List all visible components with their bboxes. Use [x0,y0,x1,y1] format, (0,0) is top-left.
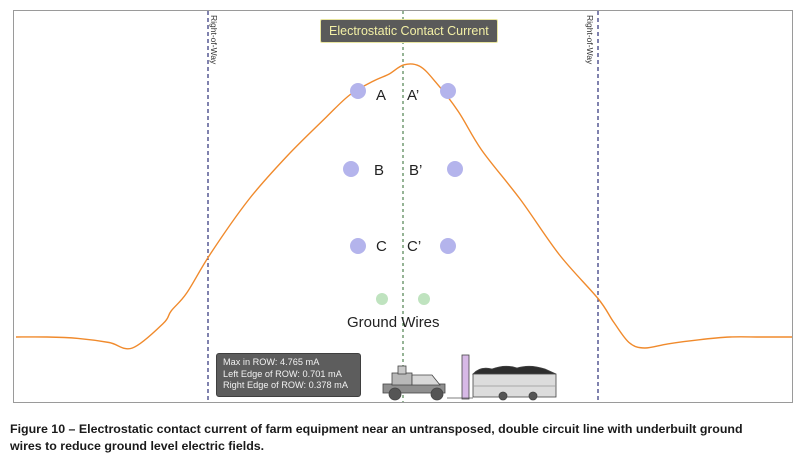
phase-label-c-prime: C’ [407,238,421,255]
conductor-a-prime [440,83,456,99]
conductor-c-prime [440,238,456,254]
grain-cart-icon [447,354,557,401]
figure-caption: Figure 10 – Electrostatic contact curren… [10,421,800,455]
stats-box: Max in ROW: 4.765 mA Left Edge of ROW: 0… [216,353,361,397]
phase-label-b-prime: B’ [409,162,422,179]
phase-label-a: A [376,87,386,104]
row-right-label: Right-of-Way [585,15,595,65]
conductor-b [343,161,359,177]
stat-left-edge: Left Edge of ROW: 0.701 mA [223,368,342,379]
phase-label-c: C [376,238,387,255]
conductor-c [350,238,366,254]
ground-wire-right [418,293,430,305]
chart-title-badge: Electrostatic Contact Current [320,19,498,43]
row-left-label: Right-of-Way [209,15,219,65]
stat-right-edge: Right Edge of ROW: 0.378 mA [223,380,348,390]
caption-line-2: wires to reduce ground level electric fi… [10,439,265,453]
phase-label-a-prime: A’ [407,87,419,104]
ground-wires-label: Ground Wires [347,314,440,331]
caption-line-1: Figure 10 – Electrostatic contact curren… [10,422,743,436]
tractor-icon [382,365,446,401]
conductor-b-prime [447,161,463,177]
stat-max-in-row: Max in ROW: 4.765 mA [223,357,320,367]
contact-current-curve [15,63,792,350]
conductor-a [350,83,366,99]
ground-wire-left [376,293,388,305]
farm-equipment-illustration [382,354,557,401]
phase-label-b: B [374,162,384,179]
